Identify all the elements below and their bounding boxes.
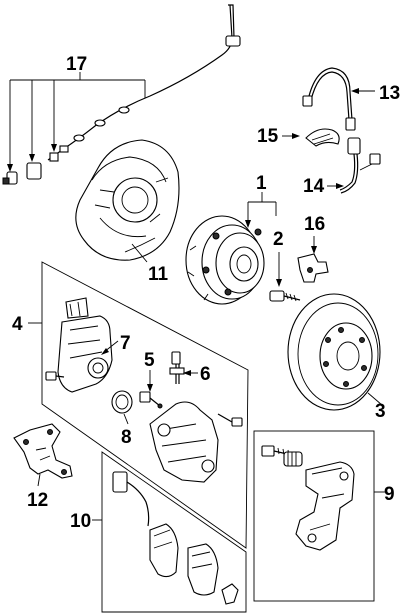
mounting-bracket [13,423,73,479]
brake-rotor [287,293,381,411]
hub-bolt [269,290,301,302]
pad-wear-sensor [112,471,150,527]
callout-7: 7 [120,333,131,354]
hose-clip [305,128,340,147]
callout-6: 6 [200,364,211,385]
pad-kit-box [101,451,247,613]
leader-11 [131,243,148,263]
leader-15 [282,133,300,139]
speed-sensor [297,253,329,283]
hub-bearing [185,215,265,305]
callout-8: 8 [121,427,132,448]
leader-2 [276,252,282,287]
leader-13 [351,88,375,94]
caliper-support-bracket [295,461,355,551]
leader-8 [123,413,129,425]
callout-1: 1 [256,173,267,194]
guide-pin [169,351,185,384]
callout-10: 10 [70,511,91,532]
brake-hose-13 [302,67,356,131]
callout-16: 16 [304,214,325,235]
callout-12: 12 [27,490,48,511]
callout-14: 14 [303,176,325,197]
callout-11: 11 [148,264,169,285]
caliper-support-box [253,430,375,602]
leader-1 [245,192,277,228]
support-bushing [283,451,303,467]
leader-3 [367,392,383,406]
piston-seal [111,390,133,414]
leader-14 [327,183,344,189]
caliper-carrier [149,401,219,483]
caliper-body [57,297,113,393]
leader-6 [183,370,198,376]
callout-5: 5 [144,350,155,371]
abs-sensor-harness [2,4,241,185]
callout-9: 9 [384,484,395,505]
splash-shield [75,139,180,261]
leader-7 [101,340,119,355]
leader-16 [311,236,317,254]
callout-15: 15 [257,126,279,147]
brake-pads [149,523,239,605]
callout-13: 13 [379,83,400,104]
callout-17: 17 [66,54,87,75]
brake-hose-14 [339,137,381,194]
callout-4: 4 [12,314,23,335]
bleeder-screw [139,391,163,409]
callout-2: 2 [273,229,284,250]
callout-labels: 17 11 1 2 13 15 14 16 4 7 5 6 3 8 9 12 1… [12,54,400,532]
callout-3: 3 [375,401,386,422]
carrier-bolt [217,413,243,427]
leader-17 [7,72,146,172]
leader-5 [147,370,153,392]
leader-12 [37,473,41,487]
caliper-bolt [45,371,65,381]
caliper-group-box [41,261,249,549]
